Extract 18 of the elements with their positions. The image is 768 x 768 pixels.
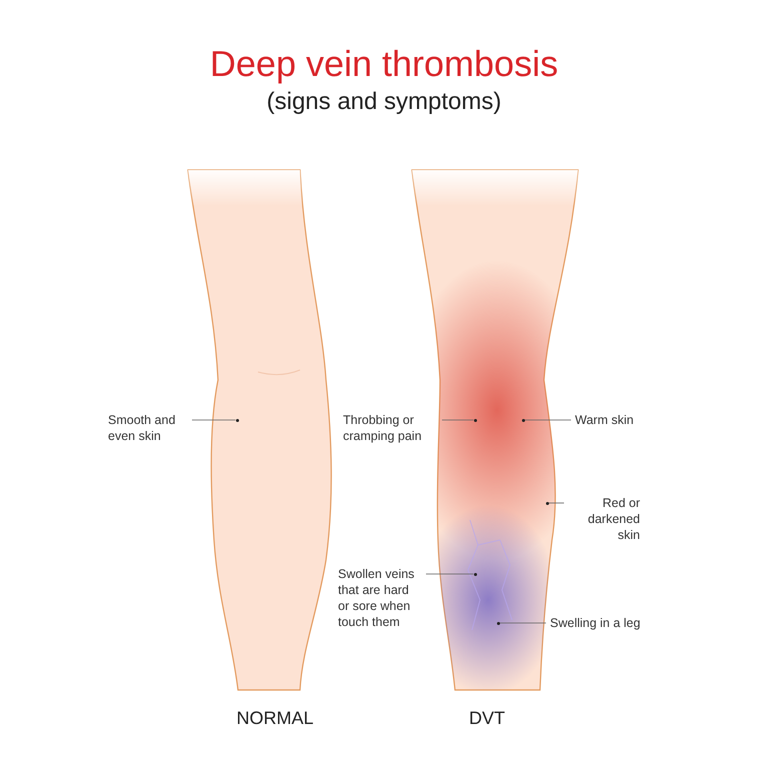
subtitle: (signs and symptoms) <box>266 88 502 117</box>
symptom-label: Red or darkened skin <box>568 495 640 543</box>
leader-line <box>499 622 546 624</box>
marker-dot <box>496 622 500 624</box>
leg-label: DVT <box>468 707 506 729</box>
leg-label: NORMAL <box>235 707 314 729</box>
symptom-label: Throbbing or cramping pain <box>343 412 438 444</box>
symptom-label: Swollen veins that are hard or sore when touch them <box>338 566 422 630</box>
marker-dot <box>474 418 476 422</box>
title: Deep vein thrombosis <box>208 42 560 86</box>
marker-dot <box>474 572 476 576</box>
marker-dot <box>236 418 238 422</box>
marker-dot <box>522 418 524 422</box>
symptom-label: Smooth and even skin <box>108 412 188 444</box>
symptom-label: Swelling in a leg <box>550 615 650 631</box>
leader-line <box>548 502 564 504</box>
marker-dot <box>546 502 548 504</box>
symptom-label: Warm skin <box>575 412 655 428</box>
